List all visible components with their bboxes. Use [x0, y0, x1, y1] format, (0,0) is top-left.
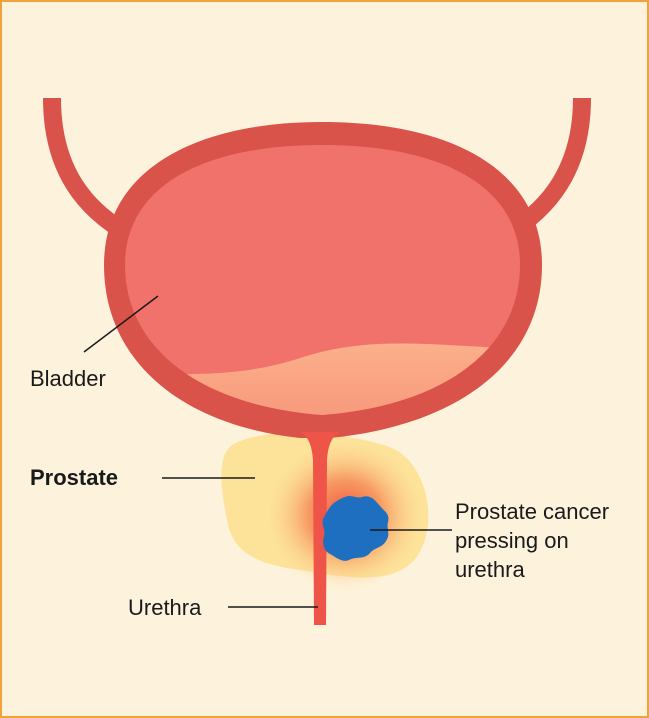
cancer-label-line1: Prostate cancer [455, 499, 609, 524]
urethra-label: Urethra [128, 595, 202, 620]
cancer-label-line3: urethra [455, 557, 525, 582]
prostate-label: Prostate [30, 465, 118, 490]
cancer-label-line2: pressing on [455, 528, 569, 553]
bladder-label: Bladder [30, 366, 106, 391]
